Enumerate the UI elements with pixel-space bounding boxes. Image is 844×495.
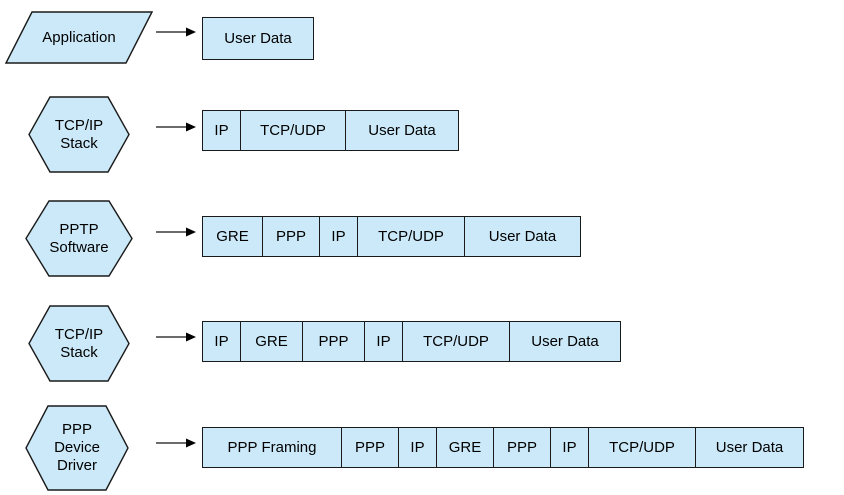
arrow-right-icon <box>156 437 196 449</box>
parallelogram-icon <box>5 11 153 64</box>
packet-field: GRE <box>203 217 263 256</box>
stage-label: PPP Device Driver <box>54 421 100 474</box>
stage-shape-2: TCP/IP Stack <box>28 96 130 173</box>
stage-label: PPTP Software <box>49 220 109 256</box>
hexagon-icon <box>25 405 129 491</box>
packet-strip-1: User Data <box>202 17 314 60</box>
packet-field: PPP Framing <box>203 428 342 467</box>
stage-shape-1: Application <box>5 11 153 64</box>
arrow-right-icon <box>156 26 196 38</box>
packet-field: IP <box>320 217 358 256</box>
packet-field: PPP <box>342 428 399 467</box>
stage-label: Application <box>42 28 116 46</box>
stage-shape-5: PPP Device Driver <box>25 405 129 491</box>
packet-field: GRE <box>241 322 303 361</box>
packet-field: PPP <box>303 322 365 361</box>
arrow-right-icon <box>156 226 196 238</box>
packet-field: TCP/UDP <box>241 111 346 150</box>
packet-field: User Data <box>465 217 580 256</box>
arrow-right-icon <box>156 331 196 343</box>
packet-field: PPP <box>263 217 320 256</box>
packet-field: User Data <box>510 322 620 361</box>
packet-field: User Data <box>346 111 458 150</box>
packet-field: IP <box>365 322 403 361</box>
hexagon-icon <box>28 96 130 173</box>
arrow-right-icon <box>156 121 196 133</box>
hexagon-icon <box>25 200 133 277</box>
packet-field: User Data <box>203 18 313 59</box>
packet-field: IP <box>203 322 241 361</box>
packet-field: TCP/UDP <box>358 217 465 256</box>
hexagon-icon <box>28 305 130 382</box>
packet-field: User Data <box>696 428 803 467</box>
packet-field: GRE <box>437 428 494 467</box>
packet-field: IP <box>551 428 589 467</box>
packet-field: IP <box>203 111 241 150</box>
stage-shape-4: TCP/IP Stack <box>28 305 130 382</box>
stage-label: TCP/IP Stack <box>54 325 104 361</box>
packet-field: TCP/UDP <box>589 428 696 467</box>
packet-field: IP <box>399 428 437 467</box>
stage-label: TCP/IP Stack <box>54 116 104 152</box>
stage-shape-3: PPTP Software <box>25 200 133 277</box>
packet-field: TCP/UDP <box>403 322 510 361</box>
packet-field: PPP <box>494 428 551 467</box>
